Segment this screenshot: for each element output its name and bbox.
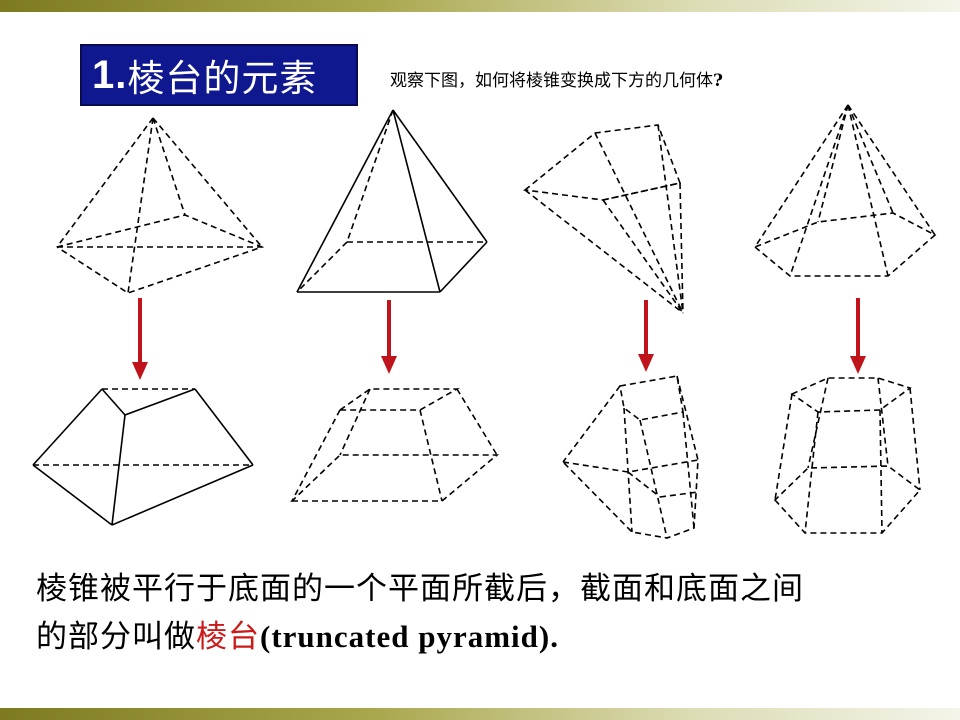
arrow-down-1	[132, 298, 148, 380]
slide-title: 1.棱台的元素	[80, 44, 358, 106]
frustum-square-solid	[32, 388, 254, 526]
caption-line-1: 棱锥被平行于底面的一个平面所截后，截面和底面之间	[36, 571, 804, 607]
frustum-tilted	[560, 375, 699, 539]
caption-prefix: 的部分叫做	[36, 619, 196, 655]
transform-arrows	[132, 298, 866, 380]
arrow-down-3	[638, 300, 654, 372]
arrow-down-4	[850, 298, 866, 374]
frustum-hexagonal	[773, 377, 922, 534]
question-mark: ?	[713, 71, 723, 91]
pyramid-solid-front	[296, 109, 488, 293]
arrow-down-2	[381, 300, 397, 374]
pyramid-tilted	[523, 124, 684, 314]
definition-caption: 棱锥被平行于底面的一个平面所截后，截面和底面之间 的部分叫做棱台(truncat…	[36, 566, 941, 661]
english-term: truncated pyramid	[271, 619, 539, 654]
question-body: 观察下图，如何将棱锥变换成下方的几何体	[390, 71, 713, 91]
bottom-decor-band	[0, 708, 960, 720]
top-decor-band	[0, 0, 960, 12]
term-highlight: 棱台	[196, 619, 260, 655]
question-text: 观察下图，如何将棱锥变换成下方的几何体?	[390, 66, 723, 91]
paren-open: (	[260, 619, 272, 654]
paren-close: ).	[538, 619, 559, 654]
pyramid-square	[56, 117, 265, 294]
caption-line-2: 的部分叫做棱台(truncated pyramid).	[36, 613, 941, 661]
frustum-square-dashed	[290, 388, 500, 502]
pyramid-hexagonal	[753, 104, 937, 277]
title-number: 1.	[92, 52, 128, 97]
title-text: 棱台的元素	[127, 57, 318, 100]
